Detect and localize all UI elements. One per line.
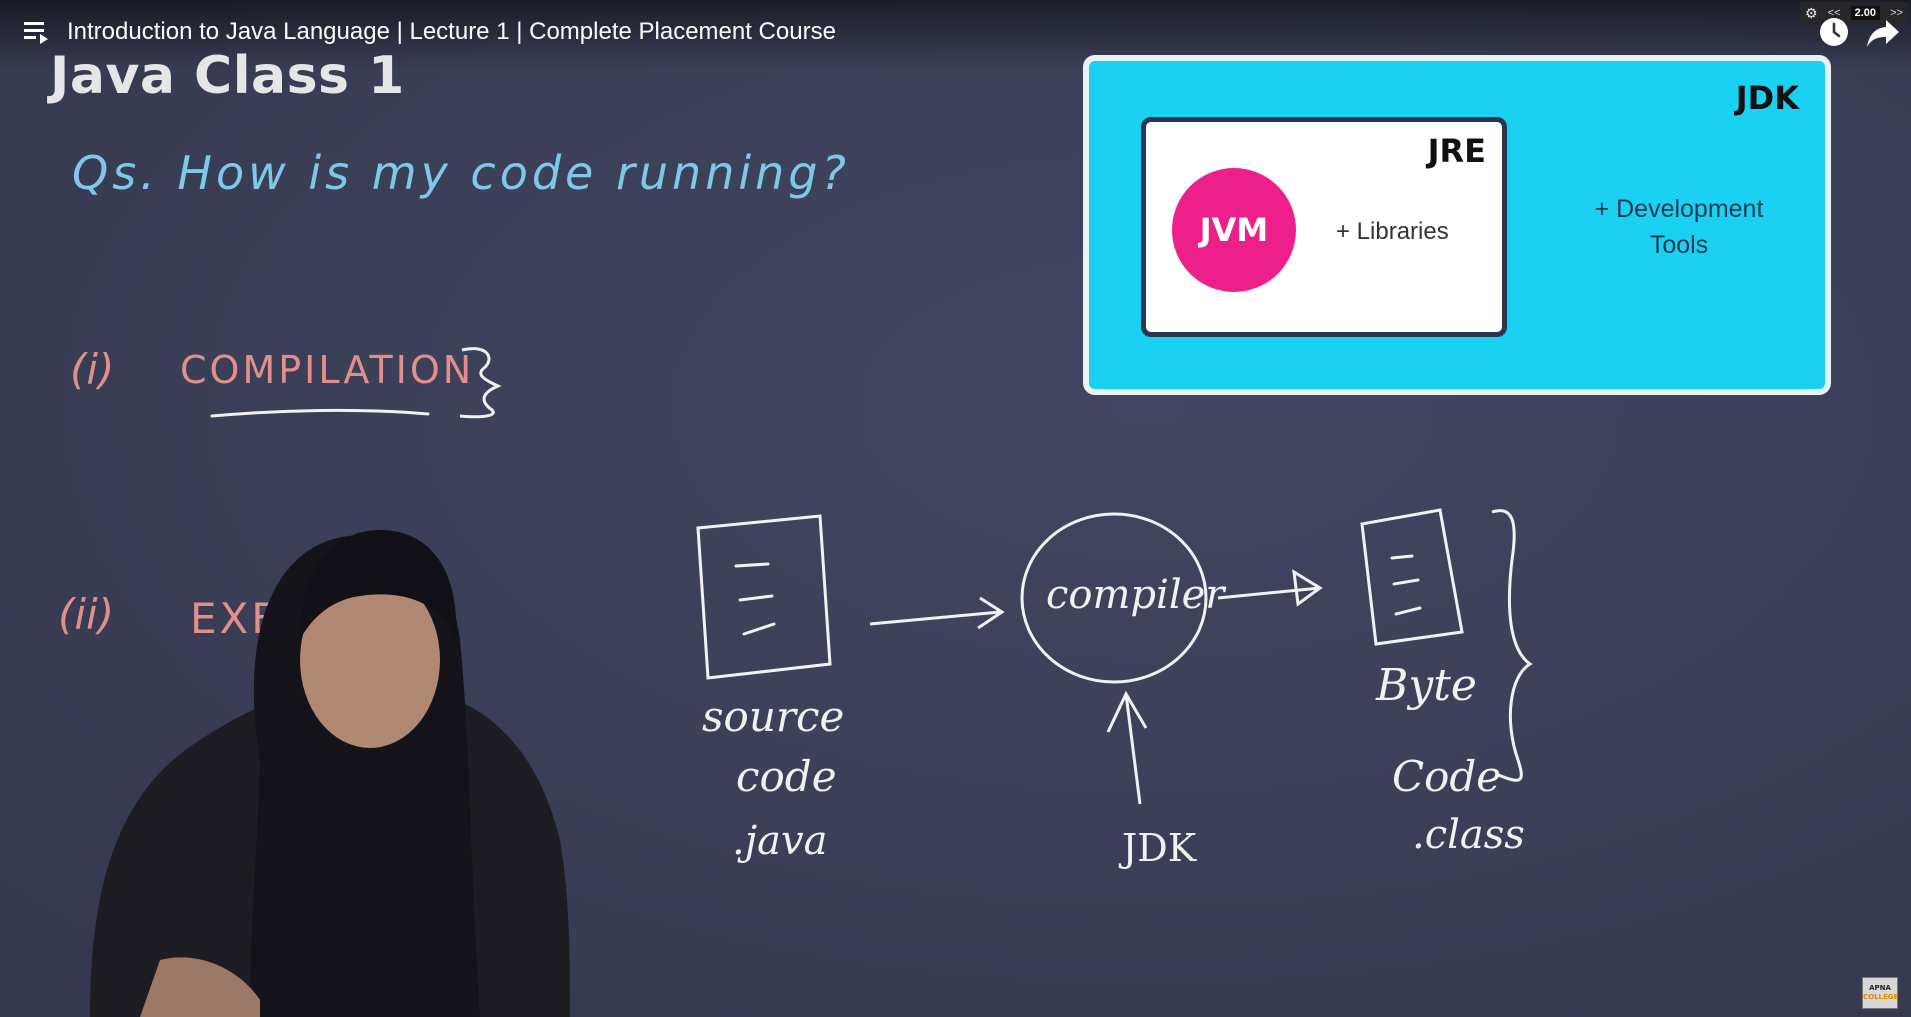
bytecode-file-icon xyxy=(1360,508,1464,646)
arrow-jdk-to-compiler xyxy=(1124,693,1142,805)
logo-line-2: COLLEGE xyxy=(1863,993,1899,1001)
share-icon[interactable] xyxy=(1866,18,1900,48)
development-tools-label: + Development Tools xyxy=(1569,191,1789,263)
jre-label: JRE xyxy=(1427,132,1486,170)
playlist-icon[interactable] xyxy=(24,20,52,46)
source-code-line-2: code xyxy=(736,752,837,801)
jdk-input-label: JDK xyxy=(1122,826,1197,870)
settings-gear-icon[interactable]: ⚙ xyxy=(1805,4,1818,21)
source-code-line-1: source xyxy=(702,692,845,741)
step-1-marker: (i) xyxy=(70,345,115,394)
compilation-brace xyxy=(459,347,502,419)
logo-line-1: APNA xyxy=(1869,984,1891,992)
watch-later-icon[interactable] xyxy=(1818,16,1850,48)
question-text: Qs. How is my code running? xyxy=(72,146,850,200)
presenter xyxy=(90,530,570,1017)
speed-increase-button[interactable]: >> xyxy=(1890,7,1903,19)
slide-title: Java Class 1 xyxy=(50,46,405,106)
jvm-label: JVM xyxy=(1199,211,1269,249)
step-2-marker: (ii) xyxy=(58,590,115,639)
compilation-underline xyxy=(210,408,430,418)
compiler-circle xyxy=(1020,512,1208,684)
bytecode-line-2: Code xyxy=(1392,752,1502,801)
arrow-to-bytecode xyxy=(1217,586,1321,600)
video-title[interactable]: Introduction to Java Language | Lecture … xyxy=(67,18,836,45)
speed-decrease-button[interactable]: << xyxy=(1827,7,1841,19)
compiler-label: compiler xyxy=(1046,572,1225,618)
bytecode-line-1: Byte xyxy=(1376,660,1477,711)
bytecode-brace xyxy=(1491,509,1533,782)
development-tools-line-2: Tools xyxy=(1649,231,1709,259)
source-file-icon xyxy=(696,514,832,680)
jdk-box: JDK JRE JVM + Libraries + Development To… xyxy=(1083,55,1831,395)
source-code-extension: .java xyxy=(732,818,828,864)
jdk-label: JDK xyxy=(1735,79,1799,117)
playback-rate: 2.00 xyxy=(1850,6,1880,20)
development-tools-line-1: + Development xyxy=(1594,195,1764,223)
channel-logo[interactable]: APNA COLLEGE xyxy=(1862,977,1898,1009)
step-1-label: COMPILATION xyxy=(180,348,475,392)
jre-box: JRE JVM + Libraries xyxy=(1141,117,1507,337)
jvm-circle: JVM xyxy=(1172,168,1296,292)
bytecode-extension: .class xyxy=(1412,812,1525,858)
libraries-label: + Libraries xyxy=(1336,218,1449,245)
arrow-to-compiler xyxy=(869,610,1001,626)
playback-speed-control[interactable]: ⚙ << 2.00 >> xyxy=(1800,2,1908,24)
